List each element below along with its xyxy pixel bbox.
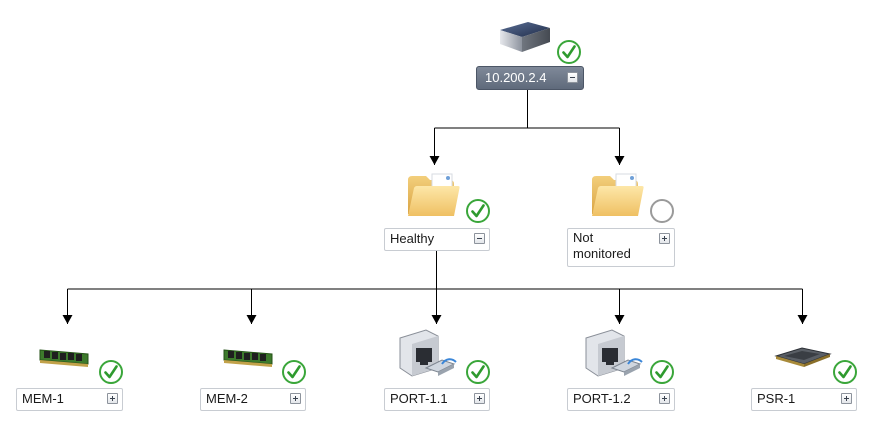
status-not-monitored-icon [650,199,674,223]
server-box-icon [498,16,552,61]
expand-button[interactable] [290,393,301,404]
connector-root-trunk [434,90,620,129]
status-ok-icon [833,360,857,384]
memory-module-icon [222,340,276,375]
expand-button[interactable] [474,393,485,404]
status-ok-icon [557,40,581,64]
collapse-button[interactable] [567,72,578,83]
folder-icon [590,170,646,225]
memory-module-icon [38,340,92,375]
component-label-text: MEM-1 [22,391,64,406]
group-label-not-monitored[interactable]: Not monitored [567,228,675,267]
network-port-icon [582,328,646,387]
expand-button[interactable] [659,393,670,404]
root-node-label[interactable]: 10.200.2.4 [476,66,584,90]
status-ok-icon [650,360,674,384]
connector-healthy-trunk [67,251,803,290]
root-node-text: 10.200.2.4 [485,70,547,85]
group-label-healthy[interactable]: Healthy [384,228,490,251]
component-label-text: PORT-1.1 [390,391,448,406]
collapse-button[interactable] [474,233,485,244]
component-label-text: PSR-1 [757,391,796,406]
component-label-mem-1[interactable]: MEM-1 [16,388,123,411]
expand-button[interactable] [659,233,670,244]
component-label-mem-2[interactable]: MEM-2 [200,388,306,411]
group-label-text: Healthy [390,231,435,246]
network-port-icon [396,328,460,387]
component-label-text: MEM-2 [206,391,248,406]
component-label-psr-1[interactable]: PSR-1 [751,388,857,411]
status-ok-icon [466,360,490,384]
status-ok-icon [466,199,490,223]
group-label-text: Not monitored [573,230,631,261]
expand-button[interactable] [841,393,852,404]
component-label-port-1-1[interactable]: PORT-1.1 [384,388,490,411]
component-label-text: PORT-1.2 [573,391,631,406]
expand-button[interactable] [107,393,118,404]
processor-chip-icon [774,342,832,377]
folder-icon [406,170,462,225]
component-label-port-1-2[interactable]: PORT-1.2 [567,388,675,411]
status-ok-icon [99,360,123,384]
status-ok-icon [282,360,306,384]
